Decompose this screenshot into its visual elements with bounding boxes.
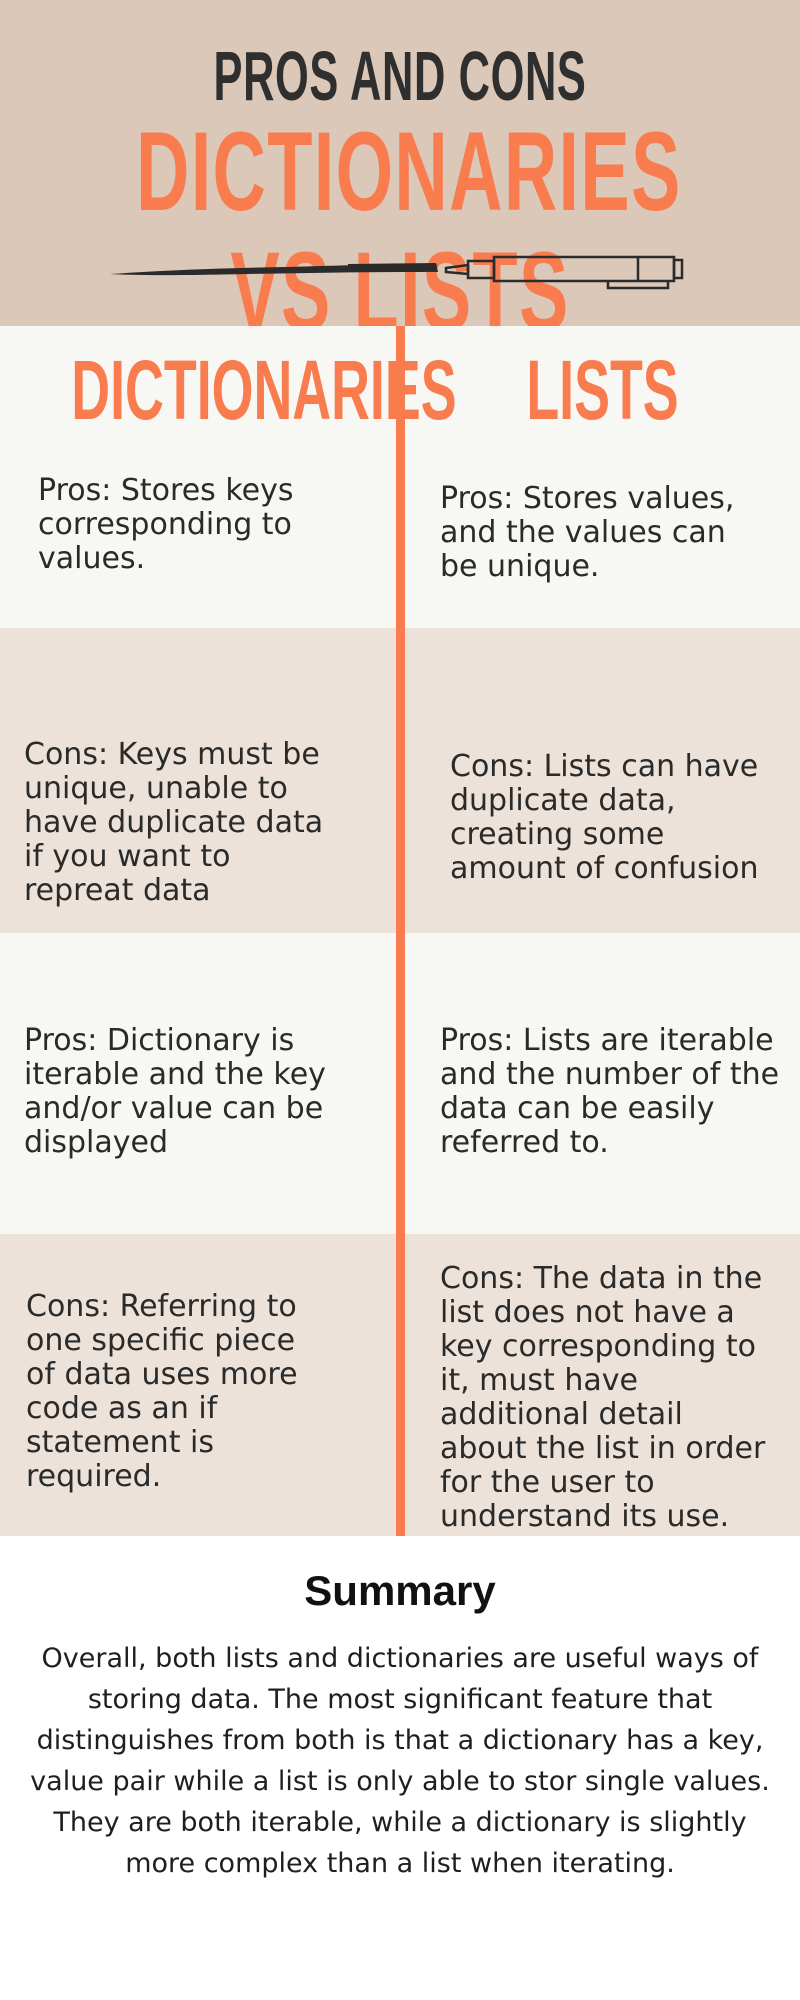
- lists-cons-2: Cons: The data in the list does not have…: [440, 1261, 766, 1534]
- column-divider: [396, 326, 405, 1536]
- lists-cons-1: Cons: Lists can have duplicate data, cre…: [450, 749, 759, 886]
- dictionaries-pros-2: Pros: Dictionary is iterable and the key…: [24, 1023, 326, 1160]
- summary-body: Overall, both lists and dictionaries are…: [30, 1643, 770, 1879]
- dictionaries-cons-2: Cons: Referring to one specific piece of…: [26, 1289, 298, 1494]
- lists-pros-1: Pros: Stores values, and the values can …: [440, 481, 735, 584]
- dictionaries-heading: DICTIONARIES: [71, 343, 457, 437]
- lists-pros-2: Pros: Lists are iterable and the number …: [440, 1023, 780, 1160]
- dictionaries-cons-1: Cons: Keys must be unique, unable to hav…: [24, 737, 324, 908]
- summary-title: Summary: [304, 1567, 496, 1614]
- title-main: DICTIONARIES VS LISTS: [136, 109, 682, 354]
- dictionaries-pros-1: Pros: Stores keys corresponding to value…: [38, 473, 294, 576]
- pen-icon: [110, 255, 684, 290]
- header-banner: PROS AND CONS DICTIONARIES VS LISTS: [0, 0, 800, 352]
- title-top: PROS AND CONS: [213, 37, 587, 115]
- lists-heading: LISTS: [526, 343, 679, 437]
